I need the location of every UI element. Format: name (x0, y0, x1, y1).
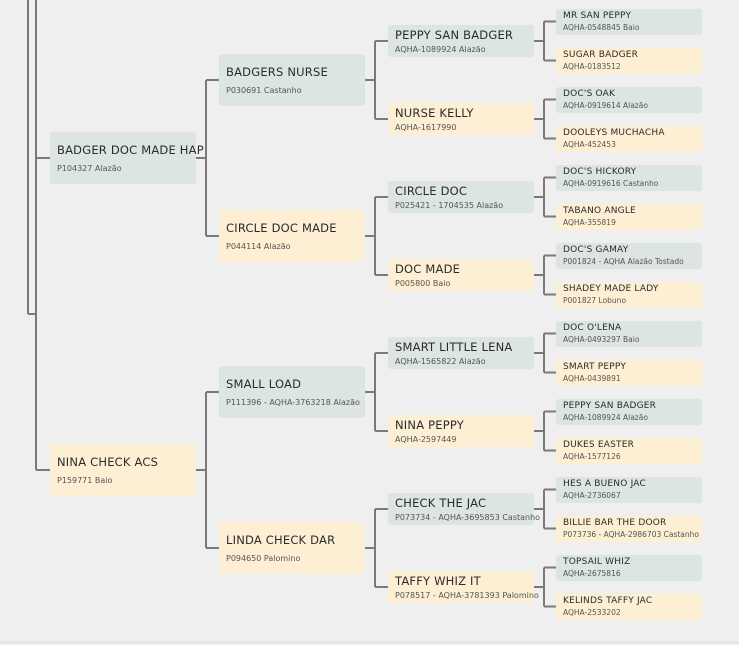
horse-name: DOC MADE (395, 262, 461, 276)
horse-name: MR SAN PEPPY (563, 11, 632, 21)
horse-name: NURSE KELLY (395, 106, 474, 120)
horse-card-dam[interactable]: SMART PEPPY AQHA-0439891 (556, 359, 702, 386)
horse-registration-info: P104327 Alazão (57, 164, 122, 173)
horse-card-dam[interactable]: SHADEY MADE LADY P001827 Lobuno (556, 281, 702, 308)
horse-card-sire[interactable]: MR SAN PEPPY AQHA-0548845 Baio (556, 8, 702, 35)
horse-registration-info: AQHA-1565822 Alazão (395, 357, 486, 366)
horse-registration-info: P025421 - 1704535 Alazão (395, 201, 504, 210)
horse-registration-info: P030691 Castanho (226, 86, 302, 95)
horse-registration-info: AQHA-1089924 Alazão (395, 45, 486, 54)
horse-registration-info: P044114 Alazão (226, 242, 291, 251)
horse-name: HES A BUENO JAC (563, 479, 646, 489)
horse-name: CIRCLE DOC MADE (226, 221, 337, 235)
horse-name: PEPPY SAN BADGER (395, 28, 514, 42)
horse-card-dam[interactable]: BILLIE BAR THE DOOR P073736 - AQHA-298670… (556, 515, 702, 542)
horse-registration-info: AQHA-0919616 Castanho (563, 179, 659, 188)
horse-card-sire[interactable]: DOC'S OAK AQHA-0919614 Alazão (556, 86, 702, 113)
horse-name: NINA PEPPY (395, 418, 464, 432)
horse-name: SMALL LOAD (226, 377, 302, 391)
horse-card-sire[interactable]: SMALL LOAD P111396 - AQHA-3763218 Alazão (219, 366, 365, 418)
horse-card-dam[interactable]: CIRCLE DOC MADE P044114 Alazão (219, 210, 365, 262)
horse-card-sire[interactable]: BADGER DOC MADE HAP P104327 Alazão (50, 132, 204, 184)
horse-card-sire[interactable]: HES A BUENO JAC AQHA-2736067 (556, 476, 702, 503)
horse-registration-info: P005800 Baio (395, 279, 451, 288)
horse-card-dam[interactable]: NURSE KELLY AQHA-1617990 (388, 103, 534, 135)
horse-registration-info: P094650 Palomino (226, 554, 301, 563)
horse-card-sire[interactable]: DOC'S GAMAY P001824 - AQHA Alazão Tostado (556, 242, 702, 269)
horse-card-dam[interactable]: SUGAR BADGER AQHA-0183512 (556, 47, 702, 74)
bottom-divider (0, 642, 739, 643)
horse-name: DUKES EASTER (563, 440, 635, 450)
horse-card-sire[interactable]: PEPPY SAN BADGER AQHA-1089924 Alazão (556, 398, 702, 425)
horse-card-sire[interactable]: DOC'S HICKORY AQHA-0919616 Castanho (556, 164, 702, 191)
horse-card-dam[interactable]: NINA CHECK ACS P159771 Baio (50, 444, 196, 496)
horse-name: DOC'S HICKORY (563, 167, 637, 177)
horse-registration-info: AQHA-2736067 (563, 491, 621, 500)
horse-registration-info: P111396 - AQHA-3763218 Alazão (226, 398, 360, 407)
horse-card-dam[interactable]: DOOLEYS MUCHACHA AQHA-452453 (556, 125, 702, 152)
horse-name: LINDA CHECK DAR (226, 533, 336, 547)
horse-registration-info: AQHA-2533202 (563, 608, 621, 617)
horse-card-sire[interactable]: PEPPY SAN BADGER AQHA-1089924 Alazão (388, 25, 534, 57)
horse-card-sire[interactable]: TOPSAIL WHIZ AQHA-2675816 (556, 554, 702, 581)
horse-card-sire[interactable]: CIRCLE DOC P025421 - 1704535 Alazão (388, 181, 534, 213)
horse-registration-info: AQHA-0183512 (563, 62, 621, 71)
horse-name: BADGER DOC MADE HAP (57, 143, 204, 157)
horse-name: DOC'S OAK (563, 89, 616, 99)
horse-registration-info: P073734 - AQHA-3695853 Castanho (395, 513, 541, 522)
horse-card-sire[interactable]: CHECK THE JAC P073734 - AQHA-3695853 Cast… (388, 493, 541, 525)
horse-name: SMART PEPPY (563, 362, 627, 372)
horse-name: TAFFY WHIZ IT (395, 574, 481, 588)
horse-registration-info: P001827 Lobuno (563, 296, 627, 305)
horse-card-dam[interactable]: NINA PEPPY AQHA-2597449 (388, 415, 534, 447)
horse-card-sire[interactable]: BADGERS NURSE P030691 Castanho (219, 54, 365, 106)
horse-registration-info: AQHA-2675816 (563, 569, 621, 578)
horse-name: PEPPY SAN BADGER (563, 401, 657, 411)
horse-card-sire[interactable]: SMART LITTLE LENA AQHA-1565822 Alazão (388, 337, 534, 369)
horse-card-dam[interactable]: DUKES EASTER AQHA-1577126 (556, 437, 702, 464)
horse-registration-info: AQHA-0439891 (563, 374, 621, 383)
horse-registration-info: AQHA-0493297 Baio (563, 335, 640, 344)
horse-registration-info: AQHA-0548845 Baio (563, 23, 640, 32)
horse-registration-info: AQHA-1577126 (563, 452, 621, 461)
horse-registration-info: P078517 - AQHA-3781393 Palomino (395, 591, 539, 600)
horse-name: NINA CHECK ACS (57, 455, 159, 469)
horse-name: SMART LITTLE LENA (395, 340, 513, 354)
horse-registration-info: P159771 Baio (57, 476, 113, 485)
horse-card-dam[interactable]: KELINDS TAFFY JAC AQHA-2533202 (556, 593, 702, 620)
horse-name: TABANO ANGLE (563, 206, 636, 216)
horse-name: BADGERS NURSE (226, 65, 328, 79)
horse-registration-info: AQHA-452453 (563, 140, 616, 149)
horse-name: SHADEY MADE LADY (563, 284, 659, 294)
horse-name: SUGAR BADGER (563, 50, 639, 60)
horse-registration-info: AQHA-0919614 Alazão (563, 101, 648, 110)
horse-registration-info: AQHA-355819 (563, 218, 616, 227)
horse-name: DOC O'LENA (563, 323, 622, 333)
horse-card-dam[interactable]: LINDA CHECK DAR P094650 Palomino (219, 522, 365, 574)
horse-name: DOC'S GAMAY (563, 245, 629, 255)
horse-name: DOOLEYS MUCHACHA (563, 128, 665, 138)
horse-registration-info: AQHA-1089924 Alazão (563, 413, 648, 422)
horse-card-dam[interactable]: DOC MADE P005800 Baio (388, 259, 534, 291)
horse-card-dam[interactable]: TABANO ANGLE AQHA-355819 (556, 203, 702, 230)
horse-name: KELINDS TAFFY JAC (563, 596, 653, 606)
horse-registration-info: AQHA-2597449 (395, 435, 457, 444)
horse-card-sire[interactable]: DOC O'LENA AQHA-0493297 Baio (556, 320, 702, 347)
horse-name: CHECK THE JAC (395, 496, 487, 510)
horse-registration-info: AQHA-1617990 (395, 123, 457, 132)
horse-card-dam[interactable]: TAFFY WHIZ IT P078517 - AQHA-3781393 Palo… (388, 571, 539, 603)
horse-name: TOPSAIL WHIZ (563, 557, 631, 567)
horse-registration-info: P001824 - AQHA Alazão Tostado (563, 257, 684, 266)
horse-name: BILLIE BAR THE DOOR (563, 518, 667, 528)
horse-registration-info: P073736 - AQHA-2986703 Castanho (563, 530, 699, 539)
horse-name: CIRCLE DOC (395, 184, 468, 198)
